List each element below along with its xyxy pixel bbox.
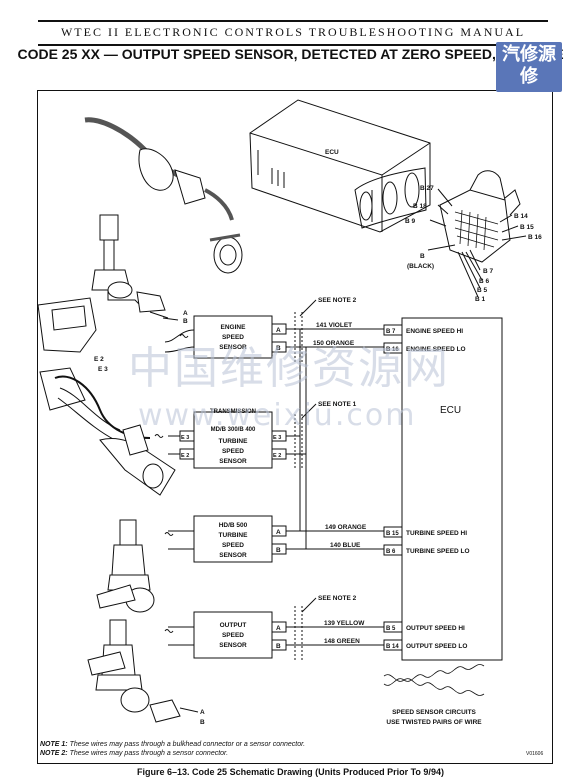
engine-conn-a: A [183,310,188,317]
note-2: NOTE 2: These wires may pass through a s… [40,750,229,757]
see-note-engine: SEE NOTE 2 [318,297,357,304]
twisted-legend-2: USE TWISTED PAIRS OF WIRE [386,719,482,726]
notes: NOTE 1: These wires may pass through a b… [40,740,305,758]
signal-output-lo: OUTPUT SPEED LO [406,643,467,650]
page-title: CODE 25 XX — OUTPUT SPEED SENSOR, DETECT… [17,46,564,62]
hd-label-2: TURBINE [219,532,249,539]
engine-label-2: SPEED [222,334,244,341]
output-label-3: SENSOR [219,642,247,649]
output-pin-a: A [276,625,281,632]
hd-label-1: HD/B 500 [219,522,248,529]
harness-e2: E 2 [94,356,104,363]
ecu-box [401,317,503,661]
hd-sensor-box [193,515,273,563]
pin-b27: B 27 [420,185,434,192]
signal-output-hi: OUTPUT SPEED HI [406,625,465,632]
hd-pin-b: B [276,547,281,554]
ecu-pin-b14: B 14 [386,644,399,650]
figure-id: V01606 [526,751,544,757]
pin-b9: B 9 [405,218,416,225]
turbine-label-1: TRANSMISSION [210,409,256,415]
ecu-pin-b5: B 5 [386,626,396,632]
hd-label-3: SPEED [222,542,244,549]
pin-b6: B 6 [479,278,490,285]
engine-sensor-drawing [84,117,243,321]
ecu-pin-b15: B 15 [386,531,399,537]
note-1: NOTE 1: These wires may pass through a b… [40,741,306,748]
output-pin-b: B [276,643,281,650]
ecu-drawing-label: ECU [325,149,339,156]
pin-b15: B 15 [520,224,534,231]
signal-engine-hi: ENGINE SPEED HI [406,328,463,335]
engine-pin-b: B [276,345,281,352]
signal-turbine-hi: TURBINE SPEED HI [406,530,467,537]
pin-b14: B 14 [514,213,528,220]
ecu-module-drawing [249,99,431,233]
hd-sensor-drawing [96,519,155,613]
harness-e3: E 3 [98,366,108,373]
see-note-turbine: SEE NOTE 1 [318,401,357,408]
see-note-output: SEE NOTE 2 [318,595,357,602]
output-label-2: SPEED [222,632,244,639]
pin-b1: B 1 [475,296,486,303]
pin-b7: B 7 [483,268,494,275]
wire-149: 149 ORANGE [325,524,367,531]
engine-pin-a: A [276,327,281,334]
engine-label-1: ENGINE [221,324,247,331]
wire-140: 140 BLUE [330,542,361,549]
turbine-label-4: SPEED [222,448,244,455]
turbine-pin-e3: E 3 [273,435,281,441]
wire-148: 148 GREEN [324,638,360,645]
pin-b16: B 16 [528,234,542,241]
twisted-legend-1: SPEED SENSOR CIRCUITS [392,709,476,716]
engine-conn-b: B [183,318,188,325]
harness-connector-drawing [427,170,527,298]
output-conn-b: B [200,719,205,726]
wire-139: 139 YELLOW [324,620,365,627]
wire-150: 150 ORANGE [313,340,355,347]
turbine-sensor-drawing [37,297,176,496]
turbine-conn-e2: E 2 [181,453,189,459]
ecu-pin-b7: B 7 [386,329,396,335]
engine-sensor-box [193,315,273,359]
turbine-label-2: MD/B 300/B 400 [211,427,256,433]
output-sensor-drawing [87,619,199,723]
manual-header: WTEC II ELECTRONIC CONTROLS TROUBLESHOOT… [38,20,548,46]
output-sensor-box [193,611,273,659]
pin-b18: B 18 [413,203,427,210]
ecu-pin-b16: B 16 [386,347,399,353]
watermark-logo: 汽修源修 [496,42,562,92]
hd-pin-a: A [276,529,281,536]
pin-black: (BLACK) [407,263,434,270]
ecu-box-label: ECU [440,405,461,416]
output-label-1: OUTPUT [220,622,247,629]
turbine-label-5: SENSOR [219,458,247,465]
output-conn-a: A [200,709,205,716]
engine-label-3: SENSOR [219,344,247,351]
signal-engine-lo: ENGINE SPEED LO [406,346,466,353]
figure-caption: Figure 6–13. Code 25 Schematic Drawing (… [137,767,444,777]
hd-label-4: SENSOR [219,552,247,559]
turbine-label-3: TURBINE [219,438,249,445]
ecu-pin-b6: B 6 [386,549,396,555]
turbine-conn-e3: E 3 [181,435,189,441]
signal-turbine-lo: TURBINE SPEED LO [406,548,470,555]
wire-141: 141 VIOLET [316,322,352,329]
diagram-frame [37,90,553,764]
pin-b5: B 5 [477,287,488,294]
pin-b: B [420,253,425,260]
turbine-pin-e2: E 2 [273,453,281,459]
